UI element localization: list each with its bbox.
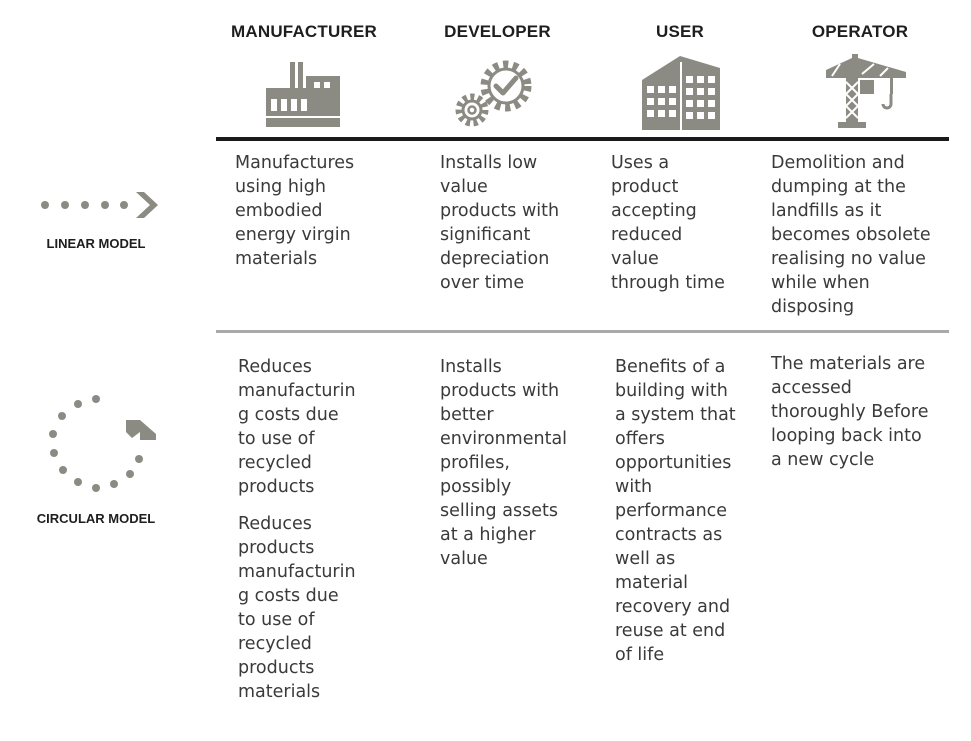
linear-manufacturer-cell: Manufactures using high embodied energy … [235,153,355,269]
tower-crane-icon [826,54,906,128]
gears-checkmark-icon [455,60,532,127]
header-operator: OPERATOR [811,22,909,41]
office-building-icon [642,56,720,130]
circular-manufacturer-cell: Reduces manufacturin g costs due to use … [238,357,356,497]
header-user: USER [655,22,705,41]
header-developer: DEVELOPER [444,22,551,41]
circular-developer-cell: Installs products with better environmen… [440,357,568,569]
factory-icon [266,62,340,127]
circular-manufacturer-extra-cell: Reduces products manufacturin g costs du… [238,514,356,702]
linear-operator-cell: Demolition and dumping at the landfills … [771,153,931,317]
linear-developer-cell: Installs low value products with signifi… [440,153,560,293]
circular-arrow-icon [49,395,156,492]
circular-user-cell: Benefits of a building with a system tha… [615,357,736,665]
linear-arrow-icon [41,192,158,218]
header-manufacturer: MANUFACTURER [231,22,377,41]
linear-user-cell: Uses a product accepting reduced value t… [611,153,725,293]
circular-operator-cell: The materials are accessed thoroughly Be… [771,354,929,470]
row-divider [216,330,949,333]
header-rule [216,137,949,141]
linear-model-label: LINEAR MODEL [46,236,146,251]
circular-model-label: CIRCULAR MODEL [36,511,156,526]
